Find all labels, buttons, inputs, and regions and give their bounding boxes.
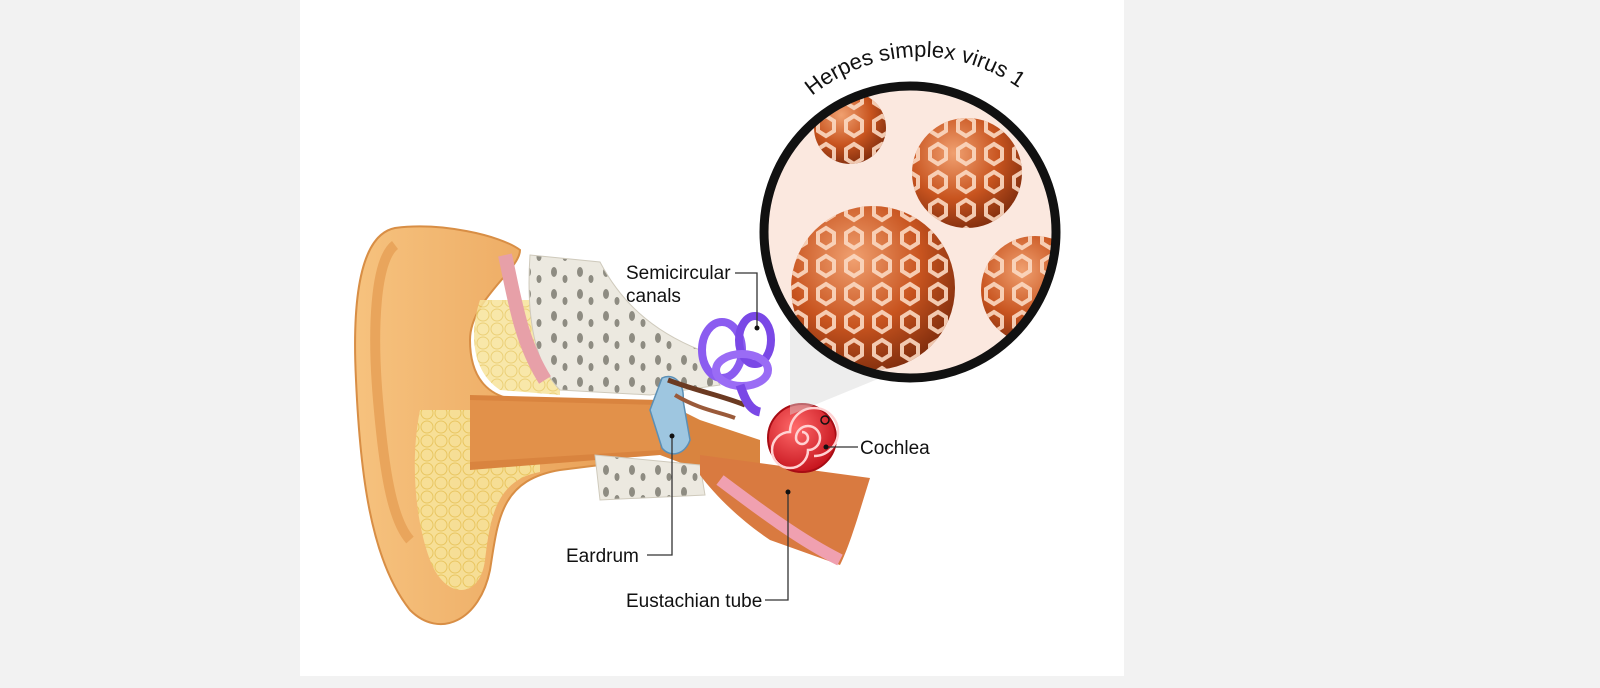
magnifier-ring <box>759 81 1061 383</box>
label-eardrum: Eardrum <box>566 546 639 567</box>
label-cochlea: Cochlea <box>860 438 930 459</box>
label-eustachian-tube: Eustachian tube <box>626 591 762 612</box>
eustachian-tube <box>700 455 870 566</box>
ear-canal <box>470 395 760 480</box>
magnifier-lens <box>759 81 1061 383</box>
cochlea-shape <box>767 403 840 473</box>
virus-particle <box>912 118 1022 228</box>
virus-particle <box>981 236 1056 344</box>
eardrum-and-ossicles <box>649 375 746 455</box>
temporal-bone <box>498 253 721 501</box>
virus-particle <box>791 206 955 370</box>
label-canals: canals <box>626 286 681 307</box>
leader-lines <box>647 272 858 601</box>
semicircular-canals <box>698 312 775 417</box>
label-semicircular: Semicircular <box>626 263 731 284</box>
